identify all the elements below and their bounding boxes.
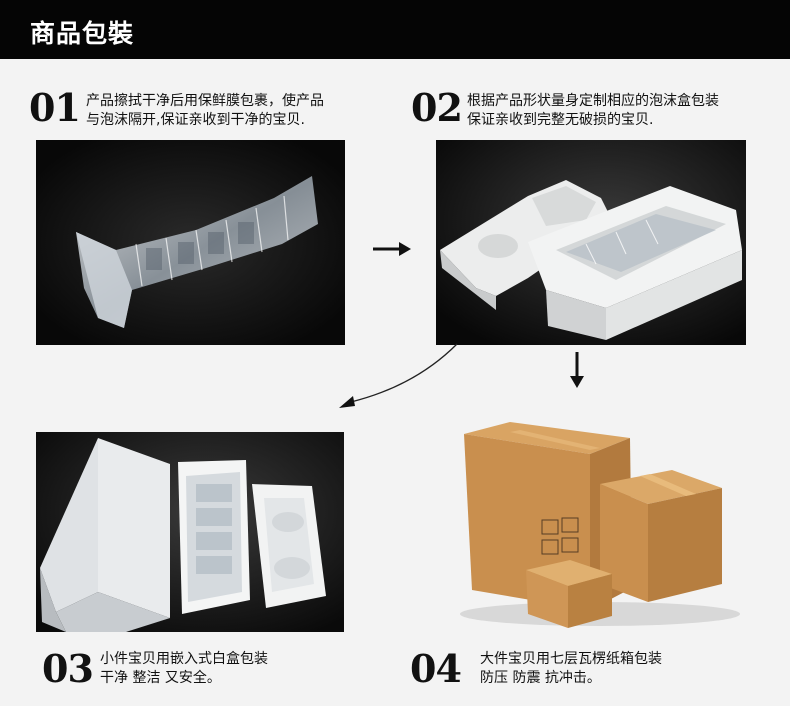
- step-description: 根据产品形状量身定制相应的泡沫盒包装 保证亲收到完整无破损的宝贝.: [467, 92, 719, 130]
- step-number: 02: [411, 85, 463, 130]
- step-description: 产品擦拭干净后用保鲜膜包裹，使产品 与泡沫隔开,保证亲收到干净的宝贝.: [86, 92, 324, 130]
- step-number: 01: [29, 85, 81, 130]
- curved-arrow-icon: [339, 343, 458, 408]
- step-text-line: 根据产品形状量身定制相应的泡沫盒包装: [467, 93, 719, 109]
- step-text-line: 干净 整洁 又安全。: [100, 670, 221, 686]
- step-text-line: 产品擦拭干净后用保鲜膜包裹，使产品: [86, 93, 324, 109]
- step-description: 大件宝贝用七层瓦楞纸箱包装 防压 防震 抗冲击。: [480, 650, 662, 688]
- arrow-down-icon: [570, 352, 584, 388]
- cardboard-boxes-photo: [450, 414, 740, 632]
- step-number: 04: [410, 646, 462, 691]
- step-text-line: 与泡沫隔开,保证亲收到干净的宝贝.: [86, 112, 305, 128]
- header-bar: 商品包裝: [0, 0, 790, 59]
- step-text-line: 防压 防震 抗冲击。: [480, 670, 601, 686]
- step-number: 03: [42, 646, 94, 691]
- foam-box-photo: [436, 140, 746, 345]
- page-title: 商品包裝: [30, 19, 135, 48]
- step-text-line: 保证亲收到完整无破损的宝贝.: [467, 112, 654, 128]
- step-text-line: 小件宝贝用嵌入式白盒包装: [100, 651, 268, 667]
- arrow-right-icon: [373, 242, 411, 256]
- white-box-photo: [36, 432, 344, 632]
- step-description: 小件宝贝用嵌入式白盒包装 干净 整洁 又安全。: [100, 650, 268, 688]
- step-text-line: 大件宝贝用七层瓦楞纸箱包装: [480, 651, 662, 667]
- wrapped-crystal-photo: [36, 140, 345, 345]
